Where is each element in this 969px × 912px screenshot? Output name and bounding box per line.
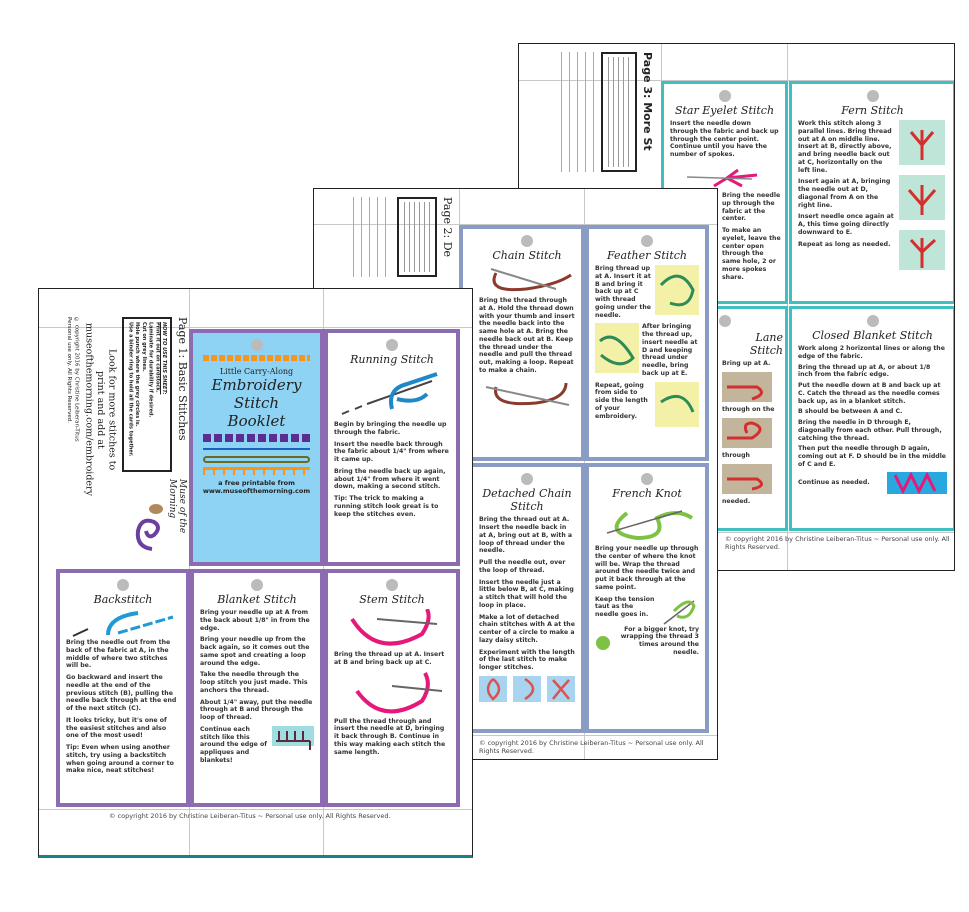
feather-illustration-3 bbox=[655, 381, 699, 427]
blue-line bbox=[203, 448, 310, 450]
cover-subtitle: Little Carry-Along bbox=[219, 367, 294, 376]
page-1-sidebar: Page 1: Basic Stitches HOW TO USE THIS S… bbox=[47, 317, 189, 507]
page-title: Page 2: De bbox=[441, 197, 454, 258]
cover-website[interactable]: www.museofthemorning.com bbox=[202, 487, 311, 495]
detached-chain-illustration-1 bbox=[479, 675, 507, 702]
card-backstitch: Backstitch Bring the needle out from the… bbox=[56, 569, 190, 807]
card-title: Fern Stitch bbox=[841, 104, 904, 117]
muse-of-the-morning-logo: Muse of the Morning bbox=[134, 479, 189, 565]
star-step-1: Bring the needle up through the fabric a… bbox=[722, 192, 781, 223]
page-2-sheet: Page 2: De Chain Stitch Bring the thread… bbox=[313, 188, 718, 760]
punch-hole bbox=[386, 579, 398, 591]
stem-stitch-illustration-2 bbox=[355, 671, 443, 714]
chain-illustration-2 bbox=[485, 382, 570, 406]
purple-stitch-row bbox=[203, 434, 310, 442]
card-title: Closed Blanket Stitch bbox=[812, 329, 933, 342]
page-1-footer: © copyright 2016 by Christine Leiberan-T… bbox=[109, 812, 391, 820]
star-step-2: Insert the needle down through the fabri… bbox=[670, 120, 779, 158]
card-closed-blanket-stitch: Closed Blanket Stitch Work along 2 horiz… bbox=[789, 306, 954, 531]
cover-title-line-2: Stitch bbox=[233, 394, 280, 412]
card-running-stitch: Running Stitch Begin by bringing the nee… bbox=[324, 329, 460, 566]
lane-illustration-1 bbox=[722, 372, 772, 403]
french-knot-illustration bbox=[606, 510, 694, 541]
backstitch-illustration bbox=[72, 611, 174, 638]
punch-hole bbox=[117, 579, 129, 591]
french-knot-wrap-illustration bbox=[663, 600, 696, 625]
closed-blanket-step-7: Continue as needed. bbox=[798, 478, 870, 486]
cover-title-line-1: Embroidery bbox=[211, 376, 302, 394]
punch-hole bbox=[386, 339, 398, 351]
card-title: Star Eyelet Stitch bbox=[674, 104, 775, 117]
cover-free-printable: a free printable from bbox=[218, 479, 295, 487]
punch-hole bbox=[866, 90, 879, 102]
lane-illustration-3 bbox=[722, 463, 772, 494]
feather-illustration-2 bbox=[595, 323, 639, 374]
running-stitch-illustration bbox=[341, 372, 438, 416]
punch-hole bbox=[718, 315, 731, 327]
page-2-footer: © copyright 2016 by Christine Leiberan-T… bbox=[479, 739, 704, 756]
page-3-sheet: Page 3: More St Star Eyelet Stitch Inser… bbox=[518, 43, 955, 571]
card-title: Detached Chain Stitch bbox=[482, 487, 572, 514]
punch-hole bbox=[641, 235, 653, 247]
card-title: Chain Stitch bbox=[492, 249, 562, 262]
punch-hole bbox=[521, 473, 533, 485]
page-3-sidebar: Page 3: More St bbox=[539, 52, 654, 182]
chain-illustration bbox=[490, 268, 572, 292]
card-fern-stitch: Fern Stitch Work this stitch along 3 par… bbox=[789, 81, 954, 304]
card-stem-stitch: Stem Stitch Bring the thread up at A. In… bbox=[324, 569, 460, 807]
lazy-daisy-illustration bbox=[547, 675, 575, 702]
card-feather-stitch: Feather Stitch Bring thread up at A. Ins… bbox=[585, 225, 709, 461]
closed-blanket-illustration bbox=[887, 471, 947, 494]
page-3-footer: © copyright 2016 by Christine Leiberan-T… bbox=[725, 535, 950, 552]
punch-hole bbox=[641, 473, 653, 485]
detached-chain-illustration-2 bbox=[513, 675, 541, 702]
stem-stitch-illustration bbox=[350, 609, 438, 646]
page-2-sidebar: Page 2: De bbox=[334, 197, 454, 282]
chain-row bbox=[203, 456, 310, 463]
card-title: Blanket Stitch bbox=[217, 593, 297, 606]
star-step-3: To make an eyelet, leave the center open… bbox=[722, 227, 781, 281]
feather-illustration-1 bbox=[655, 265, 699, 316]
card-title: Running Stitch bbox=[350, 353, 434, 366]
card-blanket-stitch: Blanket Stitch Bring your needle up at A… bbox=[190, 569, 324, 807]
blanket-row bbox=[203, 467, 310, 475]
punch-hole bbox=[250, 339, 263, 351]
card-title: Stem Stitch bbox=[359, 593, 425, 606]
punch-hole bbox=[251, 579, 263, 591]
blanket-step-5: Continue each stitch like this around th… bbox=[200, 725, 267, 764]
punch-hole bbox=[718, 90, 731, 102]
lane-illustration-2 bbox=[722, 417, 772, 448]
card-cover: Little Carry-Along Embroidery Stitch Boo… bbox=[189, 329, 324, 566]
page-1-sheet: Page 1: Basic Stitches HOW TO USE THIS S… bbox=[38, 288, 473, 858]
look-for-more-text bbox=[353, 197, 393, 277]
detached-step-5: Experiment with the length of the last s… bbox=[479, 648, 575, 672]
card-title: French Knot bbox=[612, 487, 682, 500]
how-to-box: HOW TO USE THIS SHEET: Print it out on c… bbox=[121, 317, 172, 472]
card-title: Backstitch bbox=[93, 593, 153, 606]
look-for-more-text: Look for more stitches to print and add … bbox=[83, 323, 118, 496]
card-chain-stitch: Chain Stitch Bring the thread through at… bbox=[459, 225, 585, 461]
cover-title-line-3: Booklet bbox=[227, 412, 286, 430]
card-title: Lane Stitch bbox=[749, 331, 783, 358]
page-title: Page 3: More St bbox=[641, 52, 654, 151]
page-title: Page 1: Basic Stitches bbox=[176, 317, 189, 441]
card-detached-chain-stitch: Detached Chain Stitch Bring the thread o… bbox=[459, 463, 585, 733]
card-title: Feather Stitch bbox=[606, 249, 687, 262]
detached-step-4: Make a lot of detached chain stitches wi… bbox=[479, 613, 575, 644]
sidebar-copyright: © copyright 2016 by Christine Leiberan-T… bbox=[66, 317, 80, 442]
how-to-box bbox=[601, 52, 637, 172]
punch-hole bbox=[866, 315, 879, 327]
card-french-knot: French Knot Bring your needle up through… bbox=[585, 463, 709, 733]
logo-swirl-bird-icon bbox=[135, 504, 163, 551]
logo-text: Muse of the Morning bbox=[166, 479, 187, 534]
orange-zigzag-border bbox=[203, 355, 310, 361]
star-eyelet-illustration bbox=[686, 169, 758, 187]
look-for-more-text bbox=[561, 52, 597, 172]
how-to-box bbox=[397, 197, 437, 277]
french-knot-result-icon bbox=[596, 636, 610, 651]
fern-illustration bbox=[899, 120, 945, 271]
punch-hole bbox=[521, 235, 533, 247]
blanket-illustration bbox=[272, 725, 314, 750]
